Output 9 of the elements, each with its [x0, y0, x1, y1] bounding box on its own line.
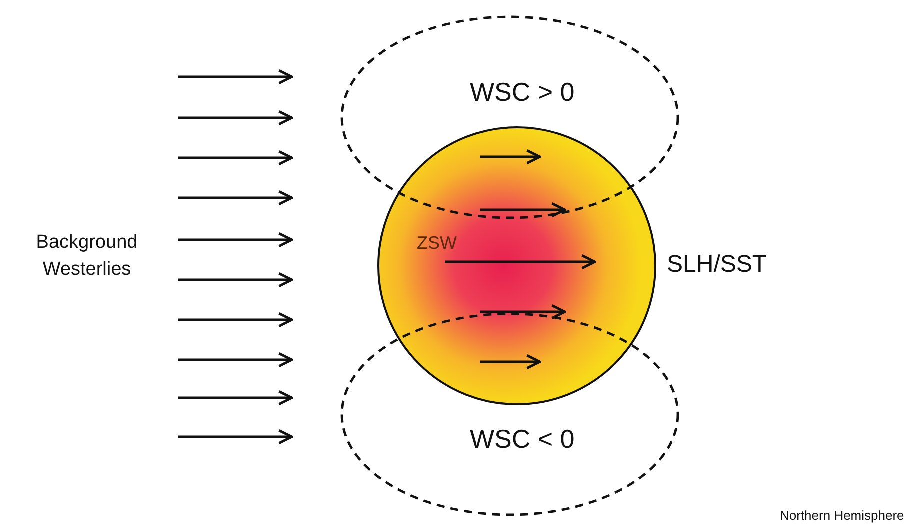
region-label: WSC > 0: [470, 77, 575, 108]
circle-caption: SLH/SST: [667, 251, 768, 279]
region-label: WSC < 0: [470, 424, 575, 455]
dashed-ellipse: [340, 15, 680, 220]
dashed-ellipse: [340, 312, 680, 517]
gradient-disc: [377, 125, 657, 407]
text-label: Northern Hemisphere: [780, 507, 904, 525]
text-label: Background Westerlies: [35, 231, 139, 282]
arrow-label: ZSW: [417, 233, 457, 254]
